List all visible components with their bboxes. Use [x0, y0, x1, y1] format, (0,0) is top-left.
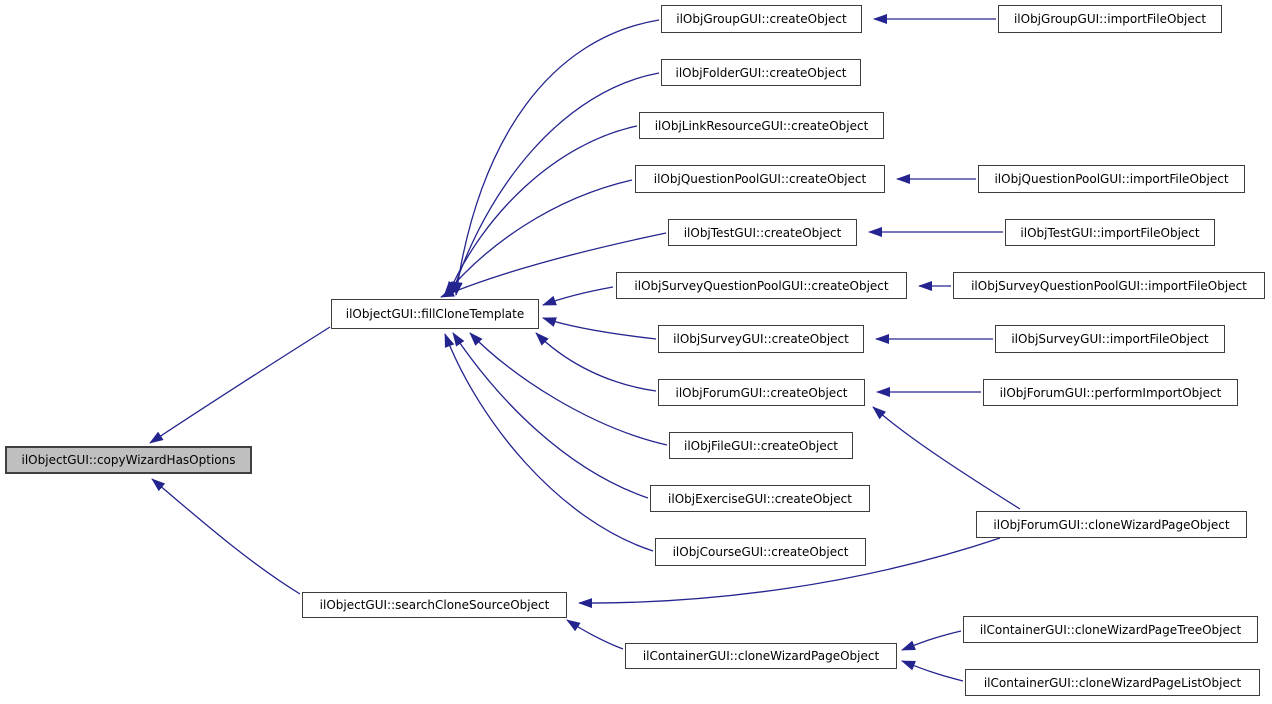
edge-question-pool-create-object-to-fill-clone-template: [443, 179, 633, 297]
graph-node-container-clone-wizard-page-tree-object[interactable]: ilContainerGUI::cloneWizardPageTreeObjec…: [963, 616, 1258, 643]
edge-search-clone-source-object-to-copy-wizard-has-options: [151, 478, 301, 595]
graph-node-fill-clone-template[interactable]: ilObjectGUI::fillCloneTemplate: [331, 299, 539, 329]
edge-container-clone-wizard-page-list-object-to-container-clone-wizard-page-object: [901, 660, 964, 682]
graph-node-search-clone-source-object[interactable]: ilObjectGUI::searchCloneSourceObject: [302, 592, 567, 618]
edge-forum-create-object-to-fill-clone-template: [535, 332, 657, 392]
graph-node-container-clone-wizard-page-list-object[interactable]: ilContainerGUI::cloneWizardPageListObjec…: [965, 669, 1260, 696]
edge-folder-create-object-to-fill-clone-template: [451, 72, 660, 296]
graph-node-test-create-object[interactable]: ilObjTestGUI::createObject: [668, 219, 857, 246]
edge-fill-clone-template-to-copy-wizard-has-options: [149, 326, 331, 444]
graph-node-survey-create-object[interactable]: ilObjSurveyGUI::createObject: [658, 325, 864, 353]
graph-node-forum-clone-wizard-page-object[interactable]: ilObjForumGUI::cloneWizardPageObject: [976, 511, 1247, 538]
edge-group-create-object-to-fill-clone-template: [452, 19, 660, 296]
edge-exercise-create-object-to-fill-clone-template: [452, 332, 649, 499]
graph-node-survey-import-file-object[interactable]: ilObjSurveyGUI::importFileObject: [995, 325, 1225, 353]
graph-node-file-create-object[interactable]: ilObjFileGUI::createObject: [669, 432, 853, 459]
edge-test-create-object-to-fill-clone-template: [440, 232, 667, 298]
graph-node-survey-question-pool-create-object[interactable]: ilObjSurveyQuestionPoolGUI::createObject: [616, 272, 907, 299]
graph-node-folder-create-object[interactable]: ilObjFolderGUI::createObject: [661, 59, 861, 86]
edge-course-create-object-to-fill-clone-template: [444, 333, 654, 552]
edge-survey-question-pool-create-object-to-fill-clone-template: [542, 286, 614, 306]
graph-node-group-create-object[interactable]: ilObjGroupGUI::createObject: [661, 5, 862, 33]
graph-node-survey-question-pool-import-file-object[interactable]: ilObjSurveyQuestionPoolGUI::importFileOb…: [953, 272, 1265, 299]
graph-node-copy-wizard-has-options: ilObjectGUI::copyWizardHasOptions: [5, 446, 252, 474]
graph-node-link-resource-create-object[interactable]: ilObjLinkResourceGUI::createObject: [639, 112, 884, 139]
graph-node-test-import-file-object[interactable]: ilObjTestGUI::importFileObject: [1005, 219, 1215, 246]
graph-node-container-clone-wizard-page-object[interactable]: ilContainerGUI::cloneWizardPageObject: [625, 643, 897, 669]
edge-forum-clone-wizard-page-object-to-forum-create-object: [872, 406, 1021, 510]
graph-node-group-import-file-object[interactable]: ilObjGroupGUI::importFileObject: [998, 5, 1222, 33]
graph-node-course-create-object[interactable]: ilObjCourseGUI::createObject: [655, 538, 866, 566]
edge-link-resource-create-object-to-fill-clone-template: [447, 125, 638, 296]
edge-container-clone-wizard-page-object-to-search-clone-source-object: [566, 619, 624, 650]
graph-node-exercise-create-object[interactable]: ilObjExerciseGUI::createObject: [650, 485, 870, 512]
edge-forum-clone-wizard-page-object-to-search-clone-source-object: [578, 537, 1001, 609]
edge-survey-create-object-to-fill-clone-template: [542, 317, 657, 340]
graph-node-question-pool-import-file-object[interactable]: ilObjQuestionPoolGUI::importFileObject: [978, 165, 1245, 193]
graph-node-question-pool-create-object[interactable]: ilObjQuestionPoolGUI::createObject: [635, 165, 885, 193]
graph-node-forum-create-object[interactable]: ilObjForumGUI::createObject: [658, 379, 865, 406]
edge-file-create-object-to-fill-clone-template: [469, 332, 668, 446]
graph-node-forum-perform-import-object[interactable]: ilObjForumGUI::performImportObject: [983, 379, 1238, 406]
edge-container-clone-wizard-page-tree-object-to-container-clone-wizard-page-object: [901, 630, 962, 651]
